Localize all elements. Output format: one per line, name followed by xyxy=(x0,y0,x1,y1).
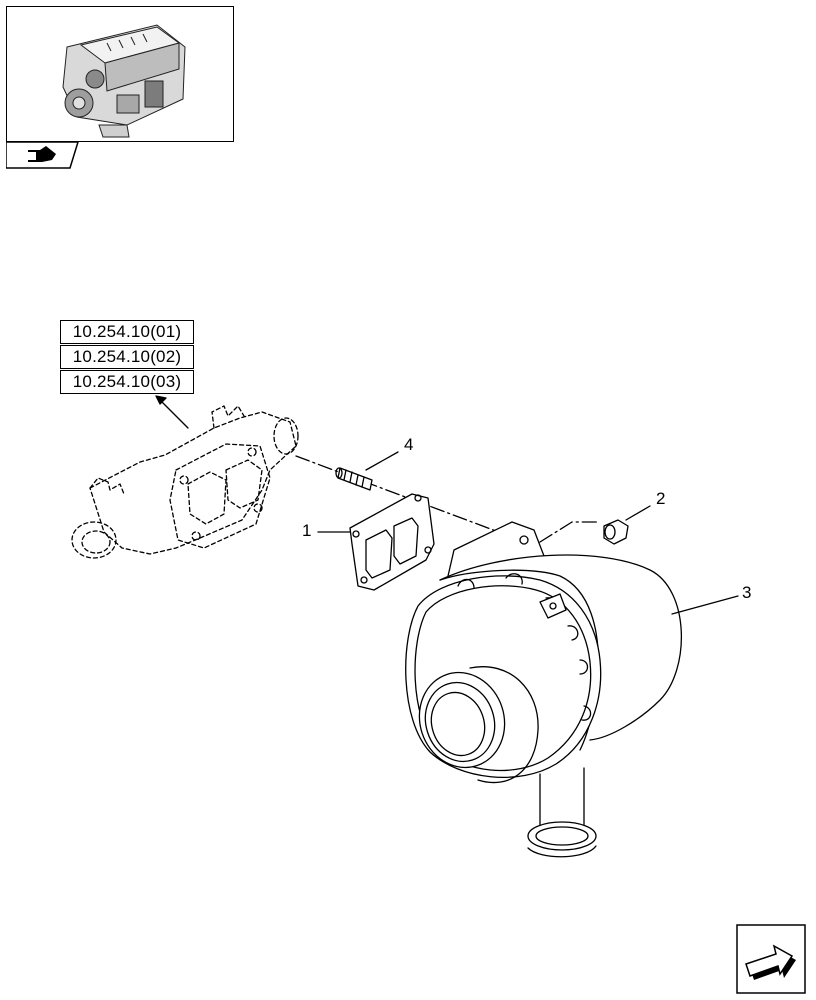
callout-leader-2 xyxy=(625,505,651,521)
callout-4: 4 xyxy=(404,435,414,454)
callout-2: 2 xyxy=(656,489,666,508)
callout-leader-4 xyxy=(365,451,399,471)
hand-pointer-icon[interactable] xyxy=(6,142,86,172)
next-page-button[interactable] xyxy=(736,924,806,994)
engine-thumbnail-icon xyxy=(62,24,186,138)
reference-link-02[interactable]: 10.254.10(02) xyxy=(60,345,194,369)
nut-part-2 xyxy=(603,519,629,545)
reference-link-01[interactable]: 10.254.10(01) xyxy=(60,320,194,344)
callout-3: 3 xyxy=(742,583,752,602)
reference-arrowhead xyxy=(155,395,167,405)
stud-part-4 xyxy=(335,467,373,491)
reference-leader-line xyxy=(157,397,189,429)
gasket-part-1 xyxy=(349,493,435,591)
next-page-arrow-icon xyxy=(736,924,806,994)
callout-leader-3 xyxy=(671,595,739,615)
reference-link-03[interactable]: 10.254.10(03) xyxy=(60,370,194,394)
callout-1: 1 xyxy=(302,521,312,540)
engine-thumbnail-frame xyxy=(6,6,234,142)
exhaust-manifold xyxy=(71,405,299,559)
turbocharger-part-3 xyxy=(405,521,683,858)
